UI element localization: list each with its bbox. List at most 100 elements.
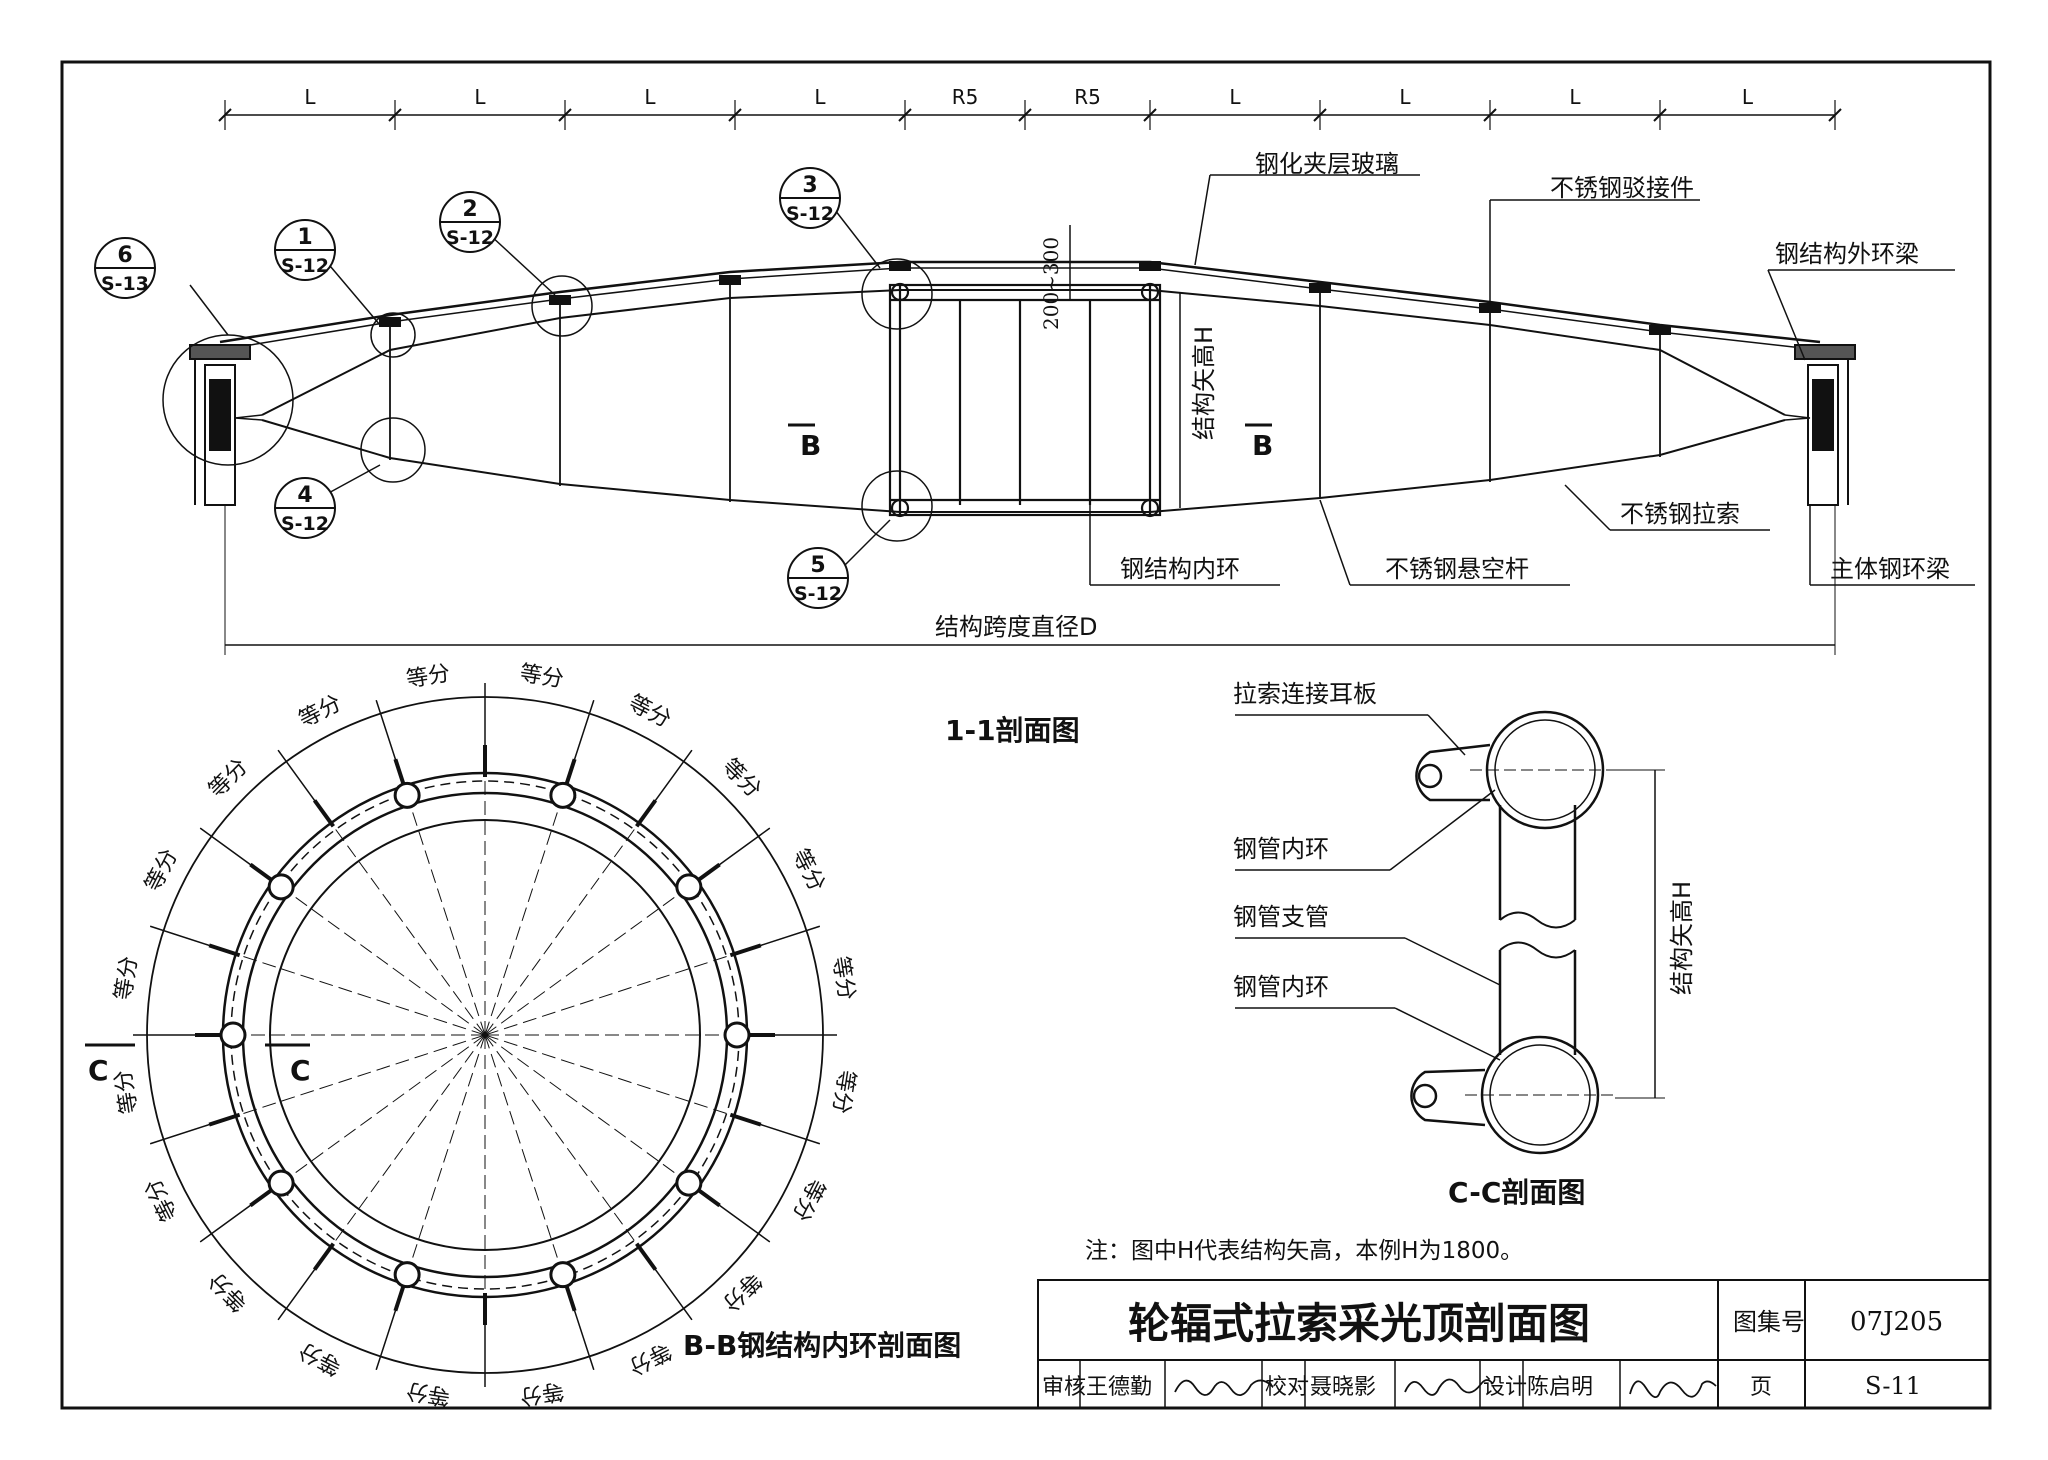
- callout-number: 6: [117, 243, 132, 268]
- callout-number: 2: [462, 197, 477, 222]
- dim-label: R5: [1074, 85, 1101, 109]
- design-label: 设计: [1483, 1375, 1527, 1400]
- dim-label: L: [474, 85, 486, 109]
- label-dim-200-300: 200~300: [1039, 237, 1063, 330]
- cable-hole: [219, 1021, 247, 1049]
- equal-part-label: 等分: [787, 1174, 829, 1225]
- label-cc-rise-h: 结构矢高H: [1668, 881, 1696, 995]
- section-mark-c-left: C: [88, 1054, 109, 1087]
- callout-2: 2S-12: [439, 191, 501, 253]
- leader-lines: [189, 174, 1975, 586]
- title-block-text: 轮辐式拉索采光顶剖面图 图集号 07J205 审核 王德勤 校对 聂晓影 设计 …: [1042, 1299, 1943, 1400]
- equal-part-label: 等分: [141, 845, 183, 896]
- cable-hole: [267, 1169, 295, 1197]
- label-inner-ring: 钢结构内环: [1120, 555, 1240, 583]
- equal-part-label: 等分: [111, 1068, 143, 1115]
- glass-roof-line: [219, 260, 1821, 344]
- cable-hole: [549, 781, 577, 809]
- label-tempered-glass: 钢化夹层玻璃: [1255, 150, 1399, 178]
- callout-6: 6S-13: [94, 237, 156, 299]
- callout-4: 4S-12: [274, 477, 336, 539]
- dim-label: L: [1229, 85, 1241, 109]
- cable-hole: [393, 781, 421, 809]
- cable-hole: [393, 1261, 421, 1289]
- designer-name: 陈启明: [1527, 1375, 1593, 1400]
- callout-number: 5: [810, 553, 825, 578]
- callout-ref: S-12: [786, 203, 834, 225]
- dim-label: L: [814, 85, 826, 109]
- page-label: 页: [1750, 1375, 1772, 1400]
- label-outer-ring-beam: 钢结构外环梁: [1775, 240, 1919, 268]
- equal-part-label: 等分: [518, 661, 565, 693]
- detail-circles: [162, 258, 933, 542]
- checker-name: 聂晓影: [1310, 1375, 1376, 1400]
- signature-reviewer: [1174, 1379, 1274, 1396]
- section-c-c: [1235, 710, 1665, 1155]
- label-inner-ring-top: 钢管内环: [1233, 835, 1329, 863]
- ss-struts: [389, 280, 1661, 502]
- section-title-1-1: 1-1剖面图: [945, 714, 1080, 747]
- atlas-number: 07J205: [1850, 1307, 1943, 1337]
- reviewer-name: 王德勤: [1086, 1375, 1152, 1400]
- label-main-ring-beam: 主体钢环梁: [1830, 555, 1950, 583]
- label-span-d: 结构跨度直径D: [935, 613, 1097, 641]
- dim-label: L: [644, 85, 656, 109]
- lower-cable: [261, 419, 1786, 513]
- equal-part-label: 等分: [624, 691, 675, 733]
- note: 注：图中H代表结构矢高，本例H为1800。: [1085, 1238, 1523, 1264]
- label-rise-h: 结构矢高H: [1190, 326, 1218, 440]
- dim-label: L: [1399, 85, 1411, 109]
- callout-number: 1: [297, 225, 312, 250]
- dim-label: L: [1569, 85, 1581, 109]
- equal-part-label: 等分: [405, 661, 452, 693]
- equal-part-label: 等分: [295, 1337, 346, 1379]
- callout-number: 4: [297, 483, 312, 508]
- callout-ref: S-13: [101, 273, 149, 295]
- connector-nodes: [379, 261, 1671, 335]
- dim-label: L: [1742, 85, 1754, 109]
- signature-designer: [1629, 1380, 1717, 1398]
- drawing-title: 轮辐式拉索采光顶剖面图: [1128, 1299, 1590, 1348]
- section-b-b-plan: [85, 683, 837, 1387]
- label-ear-plate: 拉索连接耳板: [1233, 680, 1377, 708]
- section-mark-b-left: B: [800, 429, 821, 462]
- equal-part-label: 等分: [787, 845, 829, 896]
- section-mark-b-right: B: [1252, 429, 1273, 462]
- section-mark-c-right: C: [290, 1054, 311, 1087]
- section-title-c-c: C-C剖面图: [1448, 1176, 1585, 1209]
- label-inner-ring-bottom: 钢管内环: [1233, 973, 1329, 1001]
- equal-part-label: 等分: [827, 955, 859, 1002]
- inner-ring-frame: [888, 282, 1162, 518]
- cable-hole: [675, 873, 703, 901]
- callout-ref: S-12: [281, 255, 329, 277]
- cable-hole: [723, 1021, 751, 1049]
- title-block: [1037, 1279, 1991, 1409]
- section-title-b-b: B-B钢结构内环剖面图: [683, 1329, 961, 1362]
- equal-part-label: 等分: [518, 1377, 565, 1409]
- equal-part-label: 等分: [405, 1377, 452, 1409]
- cable-hole: [549, 1261, 577, 1289]
- callout-1: 1S-12: [274, 219, 336, 281]
- atlas-label: 图集号: [1733, 1308, 1805, 1336]
- check-label: 校对: [1265, 1375, 1309, 1400]
- callout-ref: S-12: [446, 227, 494, 249]
- page-number: S-11: [1865, 1372, 1921, 1400]
- label-branch-pipe: 钢管支管: [1233, 903, 1329, 931]
- label-ss-connector: 不锈钢驳接件: [1550, 174, 1694, 202]
- equal-part-label: 等分: [624, 1337, 675, 1379]
- dim-label: R5: [952, 85, 979, 109]
- section-1-1: [162, 100, 1975, 655]
- cable-hole: [675, 1169, 703, 1197]
- upper-cable: [261, 289, 1786, 416]
- label-ss-cable: 不锈钢拉索: [1620, 500, 1740, 528]
- equal-part-label: 等分: [111, 955, 143, 1002]
- label-ss-strut: 不锈钢悬空杆: [1385, 555, 1529, 583]
- callout-number: 3: [802, 173, 817, 198]
- equal-part-label: 等分: [827, 1068, 859, 1115]
- equal-part-label: 等分: [141, 1174, 183, 1225]
- callout-3: 3S-12: [779, 167, 841, 229]
- right-support: [1794, 344, 1856, 506]
